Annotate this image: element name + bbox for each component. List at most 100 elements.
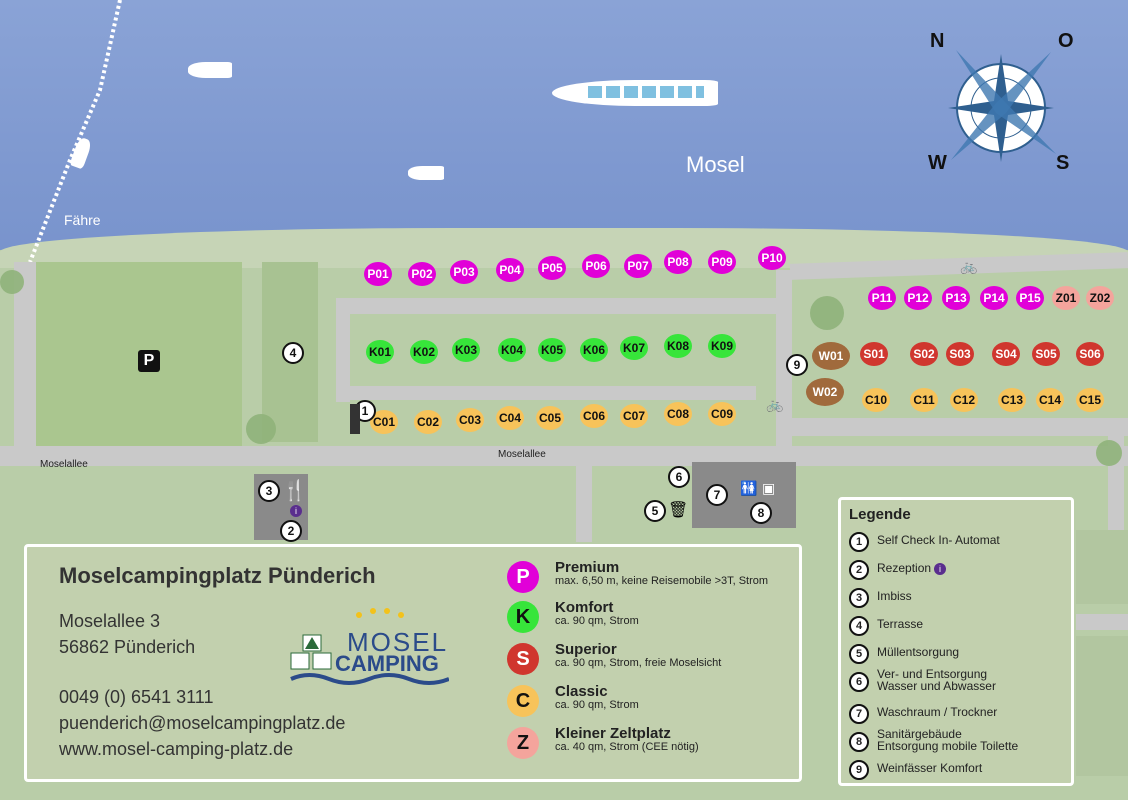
spot-c07[interactable]: C07 [620, 404, 648, 428]
spot-p01[interactable]: P01 [364, 262, 392, 286]
tree-icon [1096, 440, 1122, 466]
spot-p08[interactable]: P08 [664, 250, 692, 274]
spot-c14[interactable]: C14 [1036, 388, 1064, 412]
river-label: Mosel [686, 152, 745, 177]
spot-p12[interactable]: P12 [904, 286, 932, 310]
spot-c04[interactable]: C04 [496, 406, 524, 430]
spot-s01[interactable]: S01 [860, 342, 888, 366]
spot-s02[interactable]: S02 [910, 342, 938, 366]
category-name: Classic [555, 683, 608, 700]
spot-k05[interactable]: K05 [538, 338, 566, 362]
spot-p15[interactable]: P15 [1016, 286, 1044, 310]
marker-9[interactable]: 9 [786, 354, 808, 376]
spot-c05[interactable]: C05 [536, 406, 564, 430]
road-moselallee [0, 446, 1128, 466]
street-label-left: Moselallee [40, 459, 88, 470]
legend-text: Waschraum / Trockner [877, 705, 998, 719]
marker-6[interactable]: 6 [668, 466, 690, 488]
legend-number: 2 [849, 560, 869, 580]
spot-c03[interactable]: C03 [456, 408, 484, 432]
road-loop-left [336, 298, 350, 402]
logo-icon [290, 608, 450, 685]
dryer-icon: ▣ [762, 480, 776, 496]
spot-k06[interactable]: K06 [580, 338, 608, 362]
legend-number: 4 [849, 616, 869, 636]
spot-k02[interactable]: K02 [410, 340, 438, 364]
spot-p09[interactable]: P09 [708, 250, 736, 274]
spot-c10[interactable]: C10 [862, 388, 890, 412]
road-right-bottom [792, 418, 1128, 436]
phone-number: 0049 (0) 6541 3111 [59, 687, 214, 707]
spot-z02[interactable]: Z02 [1086, 286, 1114, 310]
marker-3[interactable]: 3 [258, 480, 280, 502]
bicycle-icon: 🚲 [766, 396, 784, 412]
compass-rose: N O W S [926, 30, 1086, 180]
spot-p02[interactable]: P02 [408, 262, 436, 286]
legend-number: 5 [849, 644, 869, 664]
website-link[interactable]: www.mosel-camping-platz.de [59, 739, 294, 759]
spot-k01[interactable]: K01 [366, 340, 394, 364]
spot-k03[interactable]: K03 [452, 338, 480, 362]
address-city: 56862 Pünderich [59, 637, 196, 657]
compass-s: S [1056, 152, 1070, 174]
marker-8[interactable]: 8 [750, 502, 772, 524]
spot-s05[interactable]: S05 [1032, 342, 1060, 366]
spot-k09[interactable]: K09 [708, 334, 736, 358]
spot-p07[interactable]: P07 [624, 254, 652, 278]
spot-p04[interactable]: P04 [496, 258, 524, 282]
legend-title: Legende [849, 506, 911, 523]
spot-k04[interactable]: K04 [498, 338, 526, 362]
spot-c08[interactable]: C08 [664, 402, 692, 426]
info-panel: Moselcampingplatz Pünderich Moselallee 3… [24, 544, 802, 782]
spot-s04[interactable]: S04 [992, 342, 1020, 366]
spot-s03[interactable]: S03 [946, 342, 974, 366]
spot-w01[interactable]: W01 [812, 342, 850, 370]
spot-c11[interactable]: C11 [910, 388, 938, 412]
legend-number: 6 [849, 672, 869, 692]
spot-c09[interactable]: C09 [708, 402, 736, 426]
email-address[interactable]: puenderich@moselcampingplatz.de [59, 713, 346, 733]
category-desc: ca. 90 qm, Strom, freie Moselsicht [555, 657, 722, 669]
river-mosel [0, 0, 1128, 262]
street-label-right: Moselallee [498, 449, 546, 460]
spot-z01[interactable]: Z01 [1052, 286, 1080, 310]
ship-icon [552, 80, 718, 106]
spot-c06[interactable]: C06 [580, 404, 608, 428]
spot-w02[interactable]: W02 [806, 378, 844, 406]
legend-text: Rezeption i [877, 562, 947, 575]
spot-p10[interactable]: P10 [758, 246, 786, 270]
marker-4[interactable]: 4 [282, 342, 304, 364]
category-badge: K [507, 601, 539, 633]
spot-p03[interactable]: P03 [450, 260, 478, 284]
category-desc: ca. 90 qm, Strom [555, 699, 639, 711]
marker-2[interactable]: 2 [280, 520, 302, 542]
road-left [14, 262, 36, 452]
road-right-vertical [776, 270, 792, 450]
boat-icon [188, 62, 232, 78]
logo-text-top: MOSEL [347, 627, 449, 657]
spot-c15[interactable]: C15 [1076, 388, 1104, 412]
spot-p13[interactable]: P13 [942, 286, 970, 310]
tree-icon [810, 296, 844, 330]
spot-s06[interactable]: S06 [1076, 342, 1104, 366]
bicycle-icon: 🚲 [960, 258, 978, 274]
marker-5[interactable]: 5 [644, 500, 666, 522]
spot-c02[interactable]: C02 [414, 410, 442, 434]
legend-number: 9 [849, 760, 869, 780]
spot-c12[interactable]: C12 [950, 388, 978, 412]
marker-7[interactable]: 7 [706, 484, 728, 506]
spot-k07[interactable]: K07 [620, 336, 648, 360]
compass-w: W [928, 152, 947, 174]
tree-icon [0, 270, 24, 294]
ferry-label: Fähre [64, 212, 101, 228]
category-name: Komfort [555, 599, 614, 616]
spot-k08[interactable]: K08 [664, 334, 692, 358]
spot-p06[interactable]: P06 [582, 254, 610, 278]
spot-p11[interactable]: P11 [868, 286, 896, 310]
spot-p05[interactable]: P05 [538, 256, 566, 280]
category-name: Kleiner Zeltplatz [555, 725, 671, 742]
spot-p14[interactable]: P14 [980, 286, 1008, 310]
spot-c13[interactable]: C13 [998, 388, 1026, 412]
